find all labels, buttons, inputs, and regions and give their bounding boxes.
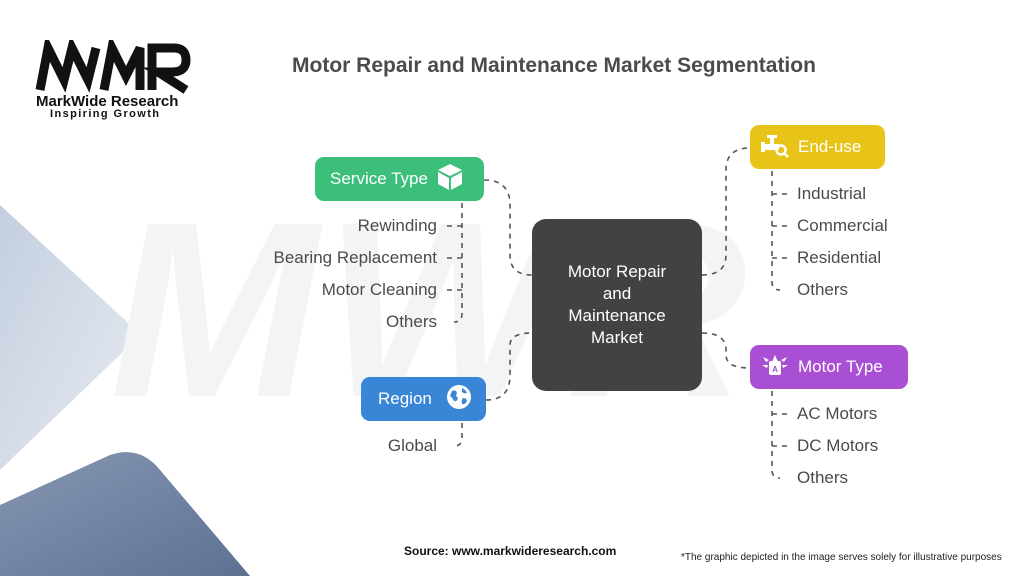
- end-use-item: Residential: [797, 248, 882, 267]
- valve-search-icon: [760, 132, 790, 163]
- motor-type-item: DC Motors: [797, 436, 879, 455]
- disclaimer-note: *The graphic depicted in the image serve…: [681, 552, 1002, 563]
- logo-name: MarkWide Research: [36, 93, 179, 110]
- segment-end-use-label: End-use: [798, 137, 862, 156]
- segment-motor-type: A Motor Type: [750, 345, 908, 389]
- logo-mark-icon: [35, 40, 191, 94]
- service-type-item: Motor Cleaning: [321, 280, 437, 299]
- end-use-item: Others: [797, 280, 849, 299]
- end-use-item: Commercial: [797, 216, 888, 235]
- end-use-item: Industrial: [797, 184, 866, 203]
- svg-text:A: A: [772, 365, 778, 374]
- center-label: Motor Repair and Maintenance Market: [567, 262, 667, 347]
- segment-end-use: End-use: [750, 125, 885, 169]
- segment-motor-type-label: Motor Type: [798, 357, 883, 376]
- segment-region-label: Region: [378, 389, 432, 408]
- segment-region: Region: [361, 377, 486, 421]
- segment-service-type-label: Service Type: [330, 169, 428, 188]
- center-node: Motor Repair and Maintenance Market: [532, 219, 702, 391]
- motor-icon: A: [760, 351, 790, 384]
- cube-icon: [437, 163, 463, 196]
- logo-tagline: Inspiring Growth: [50, 108, 161, 120]
- segment-service-type: Service Type: [315, 157, 484, 201]
- motor-type-item: Others: [797, 468, 849, 487]
- globe-icon: [445, 383, 473, 416]
- region-item: Global: [387, 436, 437, 455]
- page-title: Motor Repair and Maintenance Market Segm…: [292, 54, 816, 77]
- service-type-item: Bearing Replacement: [273, 248, 437, 267]
- service-type-item: Rewinding: [357, 216, 437, 235]
- source-credit: Source: www.markwideresearch.com: [404, 544, 617, 558]
- brand-logo: MarkWide Research Inspiring Growth: [22, 40, 202, 120]
- motor-type-item: AC Motors: [797, 404, 878, 423]
- service-type-item: Others: [385, 312, 437, 331]
